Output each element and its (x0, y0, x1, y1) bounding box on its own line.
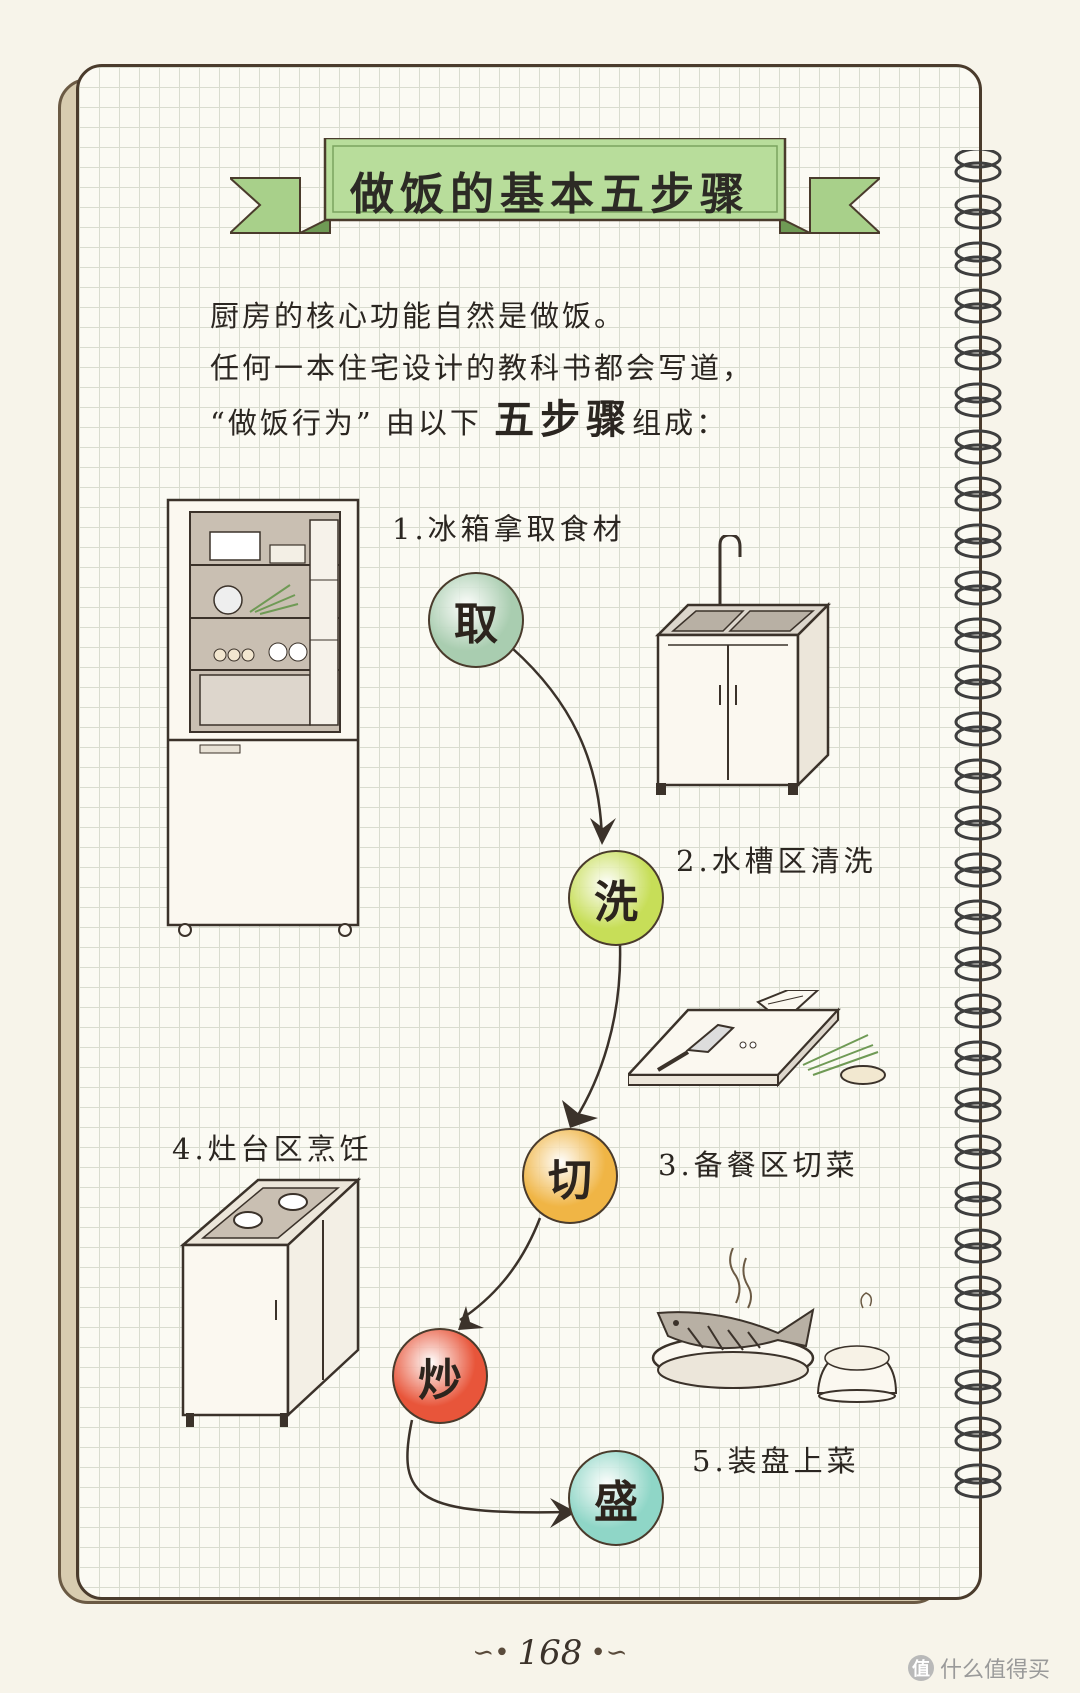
step-label-5: 5.装盘上菜 (692, 1444, 860, 1478)
intro-line-3-start: “做饭行为” 由以下 (210, 406, 482, 440)
step-char-5: 盛 (594, 1477, 638, 1528)
stove-cabinet-icon (179, 1177, 362, 1427)
intro-emphasis: 五步骤 (494, 396, 633, 443)
spiral-ring (954, 1416, 1002, 1452)
step-char-3: 切 (548, 1155, 592, 1206)
sink-cabinet-icon (654, 535, 832, 795)
step-label-3: 3.备餐区切菜 (658, 1148, 859, 1182)
step-label-4: 4.灶台区烹饪 (172, 1132, 373, 1166)
intro-line-1: 厨房的核心功能自然是做饭。 (210, 299, 627, 333)
page-number-text: 168 (517, 1633, 583, 1673)
spiral-ring (954, 1040, 1002, 1076)
spiral-ring (954, 1463, 1002, 1499)
spiral-ring (954, 429, 1002, 465)
spiral-ring (954, 664, 1002, 700)
step-circle-3: 切 (522, 1128, 618, 1224)
ornament-right-icon: •∽ (590, 1638, 628, 1668)
spiral-ring (954, 1228, 1002, 1264)
step-circle-4: 炒 (392, 1328, 488, 1424)
spiral-ring (954, 1181, 1002, 1217)
spiral-ring (954, 241, 1002, 277)
spiral-ring (954, 711, 1002, 747)
step-char-4: 炒 (418, 1355, 462, 1406)
intro-line-3-end: 组成： (632, 406, 729, 440)
ornament-left-icon: ∽• (472, 1638, 510, 1668)
spiral-binding-icon (954, 150, 1002, 1499)
intro-line-3: “做饭行为” 由以下 五步骤组成： (210, 394, 900, 449)
spiral-ring (954, 476, 1002, 512)
fish-dish-icon (651, 1248, 898, 1403)
spiral-ring (954, 946, 1002, 982)
watermark: 值 什么值得买 (908, 1650, 1050, 1686)
spiral-ring (954, 852, 1002, 888)
spiral-ring (954, 1087, 1002, 1123)
intro-line-2: 任何一本住宅设计的教科书都会写道， (210, 351, 755, 385)
spiral-ring (954, 150, 1002, 183)
spiral-ring (954, 194, 1002, 230)
spiral-ring (954, 1275, 1002, 1311)
ribbon-banner-icon (230, 138, 880, 234)
spiral-ring (954, 899, 1002, 935)
spiral-ring (954, 1322, 1002, 1358)
page-title: 做饭的基本五步骤 (350, 169, 750, 220)
spiral-ring (954, 1369, 1002, 1405)
page-number: ∽• 168 •∽ (400, 1628, 700, 1678)
intro-text: 厨房的核心功能自然是做饭。 任何一本住宅设计的教科书都会写道， “做饭行为” 由… (210, 290, 900, 449)
spiral-ring (954, 523, 1002, 559)
cutting-board-icon (628, 990, 886, 1088)
watermark-logo-icon: 值 (908, 1655, 934, 1681)
step-char-2: 洗 (594, 877, 638, 928)
spiral-ring (954, 570, 1002, 606)
spiral-ring (954, 758, 1002, 794)
spiral-ring (954, 805, 1002, 841)
spiral-ring (954, 617, 1002, 653)
spiral-ring (954, 1134, 1002, 1170)
step-circle-5: 盛 (568, 1450, 664, 1546)
step-circle-2: 洗 (568, 850, 664, 946)
step-char-1: 取 (454, 599, 498, 650)
step-circle-1: 取 (428, 572, 524, 668)
spiral-ring (954, 288, 1002, 324)
spiral-ring (954, 993, 1002, 1029)
step-label-2: 2.水槽区清洗 (676, 844, 877, 878)
spiral-ring (954, 382, 1002, 418)
spiral-ring (954, 335, 1002, 371)
refrigerator-icon (166, 498, 360, 937)
step-label-1: 1.冰箱拿取食材 (392, 512, 626, 546)
watermark-text: 什么值得买 (940, 1658, 1051, 1683)
